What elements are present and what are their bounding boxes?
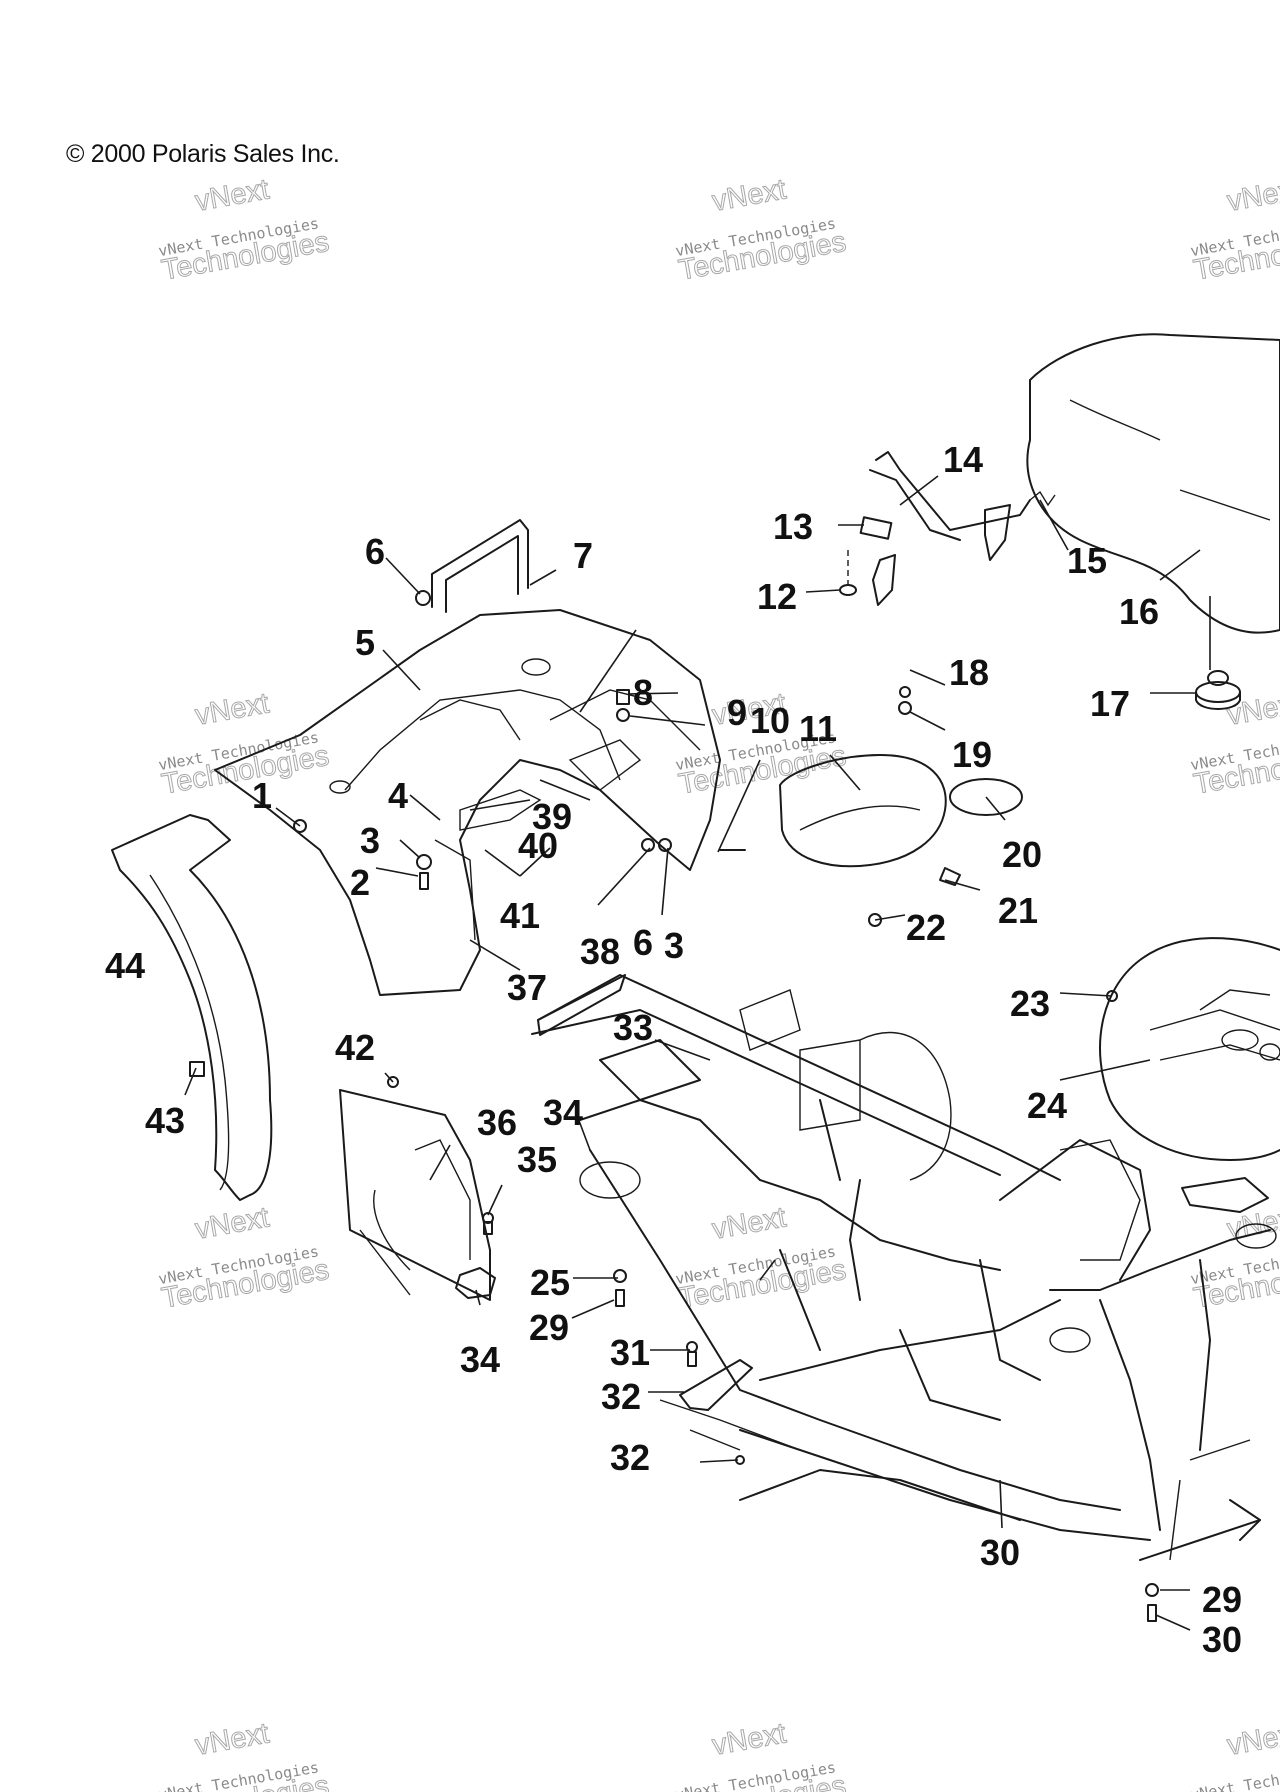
svg-text:vNext: vNext — [710, 1718, 789, 1762]
callout-32: 32 — [601, 1376, 641, 1417]
clip-part — [859, 516, 893, 540]
callout-15: 15 — [1067, 540, 1107, 581]
svg-text:vNext: vNext — [1225, 174, 1280, 218]
clip-44-part — [189, 1061, 205, 1077]
callout-39: 39 — [532, 796, 572, 837]
callout-1: 1 — [252, 775, 272, 816]
callout-44: 44 — [105, 945, 145, 986]
callout-6: 6 — [633, 922, 653, 963]
rear-rack-part — [537, 974, 801, 1101]
callout-3: 3 — [664, 925, 684, 966]
callout-17: 17 — [1090, 683, 1130, 724]
nut-part — [839, 550, 857, 596]
callout-18: 18 — [949, 652, 989, 693]
callout-33: 33 — [613, 1007, 653, 1048]
callout-2: 2 — [350, 862, 370, 903]
callout-37: 37 — [507, 967, 547, 1008]
callout-11: 11 — [799, 708, 837, 749]
callout-34: 34 — [543, 1092, 583, 1133]
footpeg-part — [679, 1359, 753, 1411]
frame-part — [531, 974, 1277, 1561]
tail-light-part — [779, 754, 1023, 868]
detail-circle — [1099, 937, 1280, 1161]
seat-bumper-part — [1195, 596, 1241, 710]
leader-lines — [184, 475, 1201, 1631]
callout-29: 29 — [1202, 1579, 1242, 1620]
callout-21: 21 — [998, 890, 1038, 931]
callout-4: 4 — [388, 775, 408, 816]
callout-38: 38 — [580, 931, 620, 972]
callout-3: 3 — [360, 820, 380, 861]
svg-text:vNext: vNext — [1225, 688, 1280, 732]
copyright-notice: © 2000 Polaris Sales Inc. — [66, 140, 340, 168]
svg-text:vNext: vNext — [1225, 1718, 1280, 1762]
callout-24: 24 — [1027, 1085, 1067, 1126]
pad-part — [455, 1267, 496, 1299]
callout-43: 43 — [145, 1100, 185, 1141]
callout-12: 12 — [757, 576, 797, 617]
seat-part — [1026, 333, 1280, 634]
callout-8: 8 — [633, 672, 653, 713]
callout-35: 35 — [517, 1139, 557, 1180]
callout-14: 14 — [943, 439, 983, 480]
callout-34: 34 — [460, 1339, 500, 1380]
mud-flap-part — [111, 814, 273, 1201]
callout-9: 9 — [727, 692, 747, 733]
callout-29: 29 — [529, 1307, 569, 1348]
callout-41: 41 — [500, 895, 540, 936]
callout-10: 10 — [750, 700, 790, 741]
callout-30: 30 — [1202, 1619, 1242, 1660]
callout-40: 40 — [518, 825, 558, 866]
callout-6: 6 — [365, 531, 385, 572]
grab-bar-part — [431, 519, 529, 613]
callout-36: 36 — [477, 1102, 517, 1143]
callout-16: 16 — [1119, 591, 1159, 632]
svg-text:vNext: vNext — [193, 688, 272, 732]
rear-fender-part — [214, 609, 721, 996]
callout-42: 42 — [335, 1027, 375, 1068]
callout-5: 5 — [355, 622, 375, 663]
callout-19: 19 — [952, 734, 992, 775]
callout-25: 25 — [530, 1262, 570, 1303]
seat-latch-part — [869, 451, 1056, 606]
callout-20: 20 — [1002, 834, 1042, 875]
callout-31: 31 — [610, 1332, 650, 1373]
callout-30: 30 — [980, 1532, 1020, 1573]
footwell-part — [339, 1089, 491, 1301]
svg-text:vNext: vNext — [710, 174, 789, 218]
svg-text:vNext: vNext — [710, 1202, 789, 1246]
svg-text:vNext: vNext — [193, 1202, 272, 1246]
svg-text:vNext: vNext — [193, 1718, 272, 1762]
callout-32: 32 — [610, 1437, 650, 1478]
callout-13: 13 — [773, 506, 813, 547]
callout-22: 22 — [906, 907, 946, 948]
bracket-part — [1181, 1177, 1269, 1213]
svg-text:vNext: vNext — [193, 174, 272, 218]
callout-23: 23 — [1010, 983, 1050, 1024]
callout-7: 7 — [573, 535, 593, 576]
